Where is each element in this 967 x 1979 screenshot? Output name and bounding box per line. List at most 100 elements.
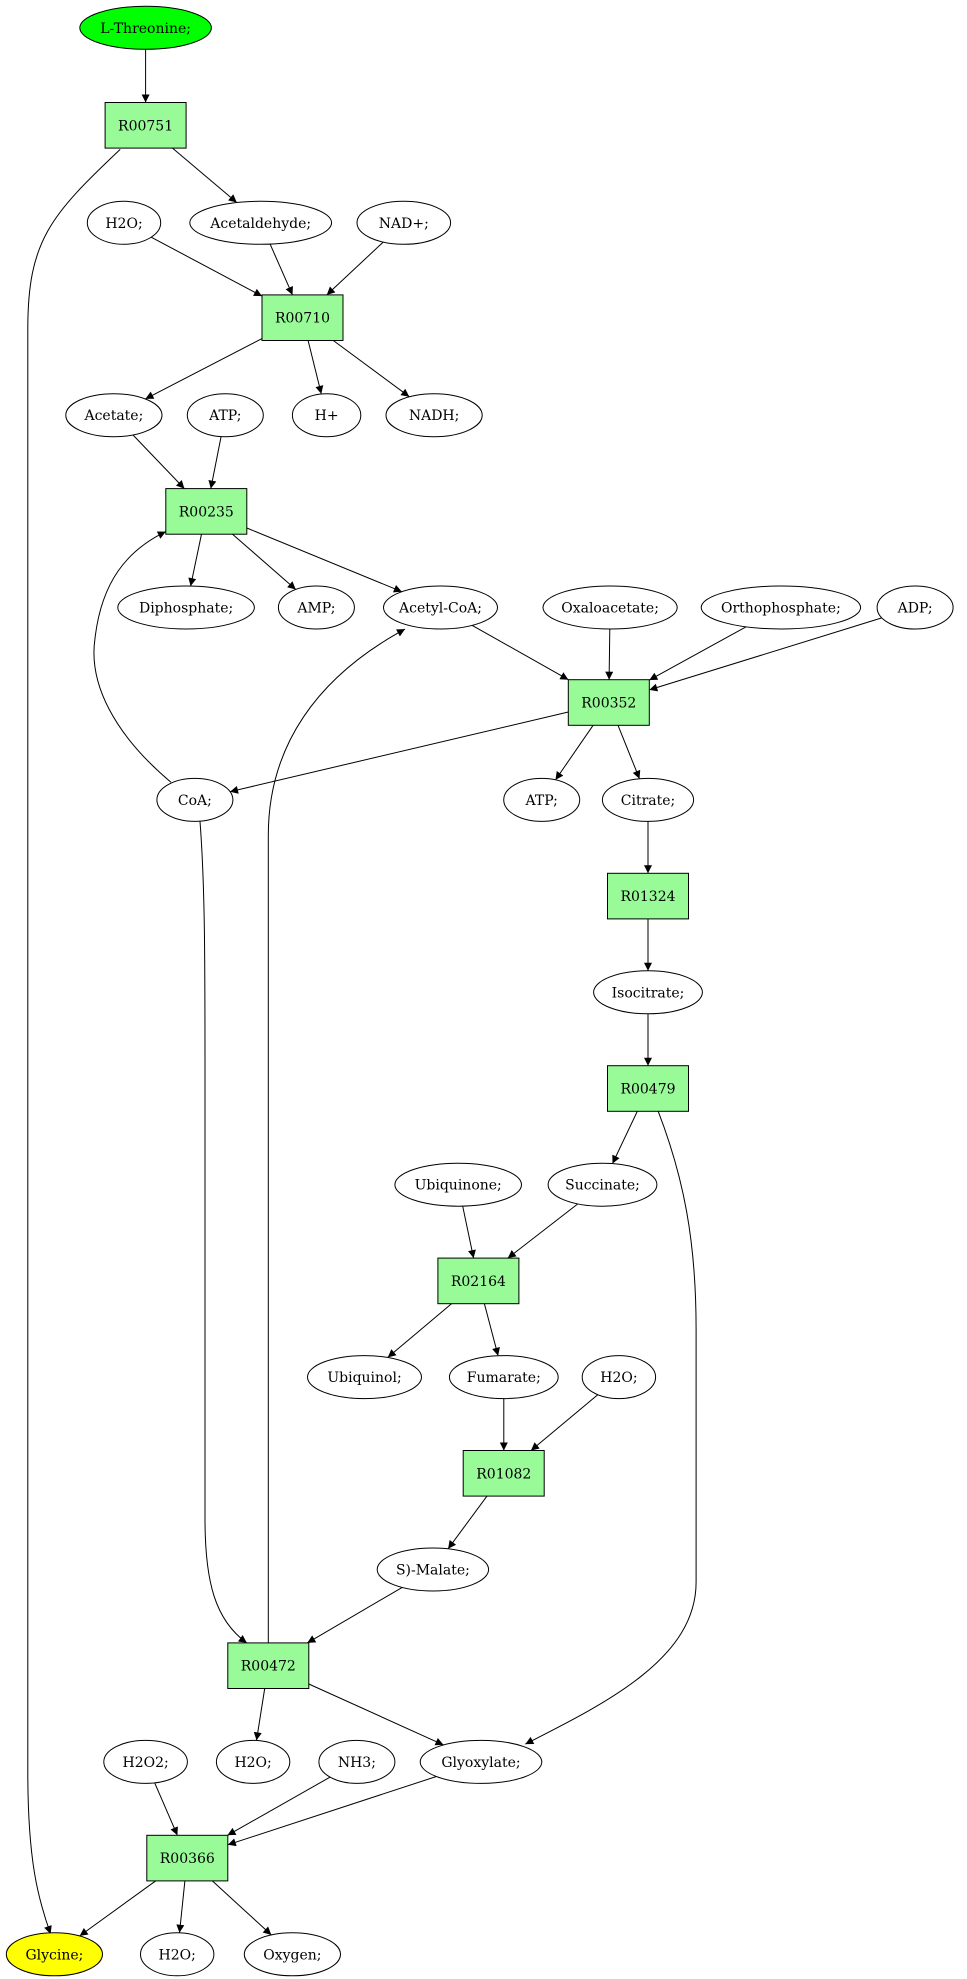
compound-ellipse [189,200,333,245]
node-label: Acetate; [83,408,143,424]
compound-node-h[interactable]: H+ [291,393,362,438]
compound-ellipse [876,585,954,630]
compound-node-h2o[interactable]: H2O; [581,1355,657,1400]
compound-node-acetaldehyde[interactable]: Acetaldehyde; [189,200,333,245]
edge-R00366-to-n_h2o_4 [176,1880,186,1933]
edge-R00751-to-n_glycine [27,149,121,1935]
edges-layer [27,49,882,1937]
reaction-node-r00472[interactable]: R00472 [227,1642,310,1690]
compound-node-h2o[interactable]: H2O; [215,1739,291,1784]
node-label: Fumarate; [467,1370,541,1386]
node-label: Ubiquinol; [327,1370,401,1386]
edge-R00352-to-n_coa [229,711,569,794]
compound-ellipse [700,585,862,630]
node-label: Acetaldehyde; [209,216,311,232]
compound-node-oxygen[interactable]: Oxygen; [243,1932,341,1977]
compound-ellipse [103,1739,188,1784]
compound-node-adp[interactable]: ADP; [876,585,954,630]
edge-n_coa-to-R00472 [199,821,248,1644]
compound-node-nh3[interactable]: NH3; [318,1739,396,1784]
compound-ellipse [140,1932,215,1977]
compound-node-atp[interactable]: ATP; [186,393,264,438]
compound-ellipse [581,1355,657,1400]
compound-ellipse [547,1162,658,1207]
node-label: Citrate; [621,793,675,809]
reaction-node-r02164[interactable]: R02164 [437,1257,520,1305]
edge-R00710-to-n_hplus [307,340,324,395]
compound-node-h2o2[interactable]: H2O2; [103,1739,188,1784]
reaction-box [104,102,187,149]
compound-node-citrate[interactable]: Citrate; [601,777,695,822]
compound-ellipse [291,393,362,438]
edge-n_glyoxylate-to-R00366 [227,1776,437,1847]
node-label: H2O; [600,1370,637,1386]
compound-node-nadh[interactable]: NADH; [385,393,483,438]
compound-ellipse [307,1355,422,1400]
edge-n_h2o_2-to-R01082 [530,1394,599,1451]
reaction-node-r00366[interactable]: R00366 [146,1834,229,1882]
reaction-box [165,488,248,535]
edge-R00352-to-n_citrate [617,725,641,779]
compound-node-nad[interactable]: NAD+; [356,200,452,245]
compound-node-amp[interactable]: AMP; [277,585,355,630]
reaction-node-r01082[interactable]: R01082 [462,1450,545,1497]
compound-node-orthophosphate[interactable]: Orthophosphate; [700,585,862,630]
compound-node-isocitrate[interactable]: Isocitrate; [593,970,703,1015]
reaction-box [462,1450,545,1497]
node-label: Oxaloacetate; [561,601,659,617]
node-label: R00751 [118,118,173,134]
reaction-node-r00235[interactable]: R00235 [165,488,248,535]
node-label: L-Threonine; [100,21,191,37]
edge-n_orthophosphate-to-R00352 [649,626,747,681]
compound-node-s-malate[interactable]: S)-Malate; [376,1547,490,1592]
node-label: Succinate; [565,1178,640,1194]
node-label: R00352 [581,696,636,712]
compound-node-atp[interactable]: ATP; [503,777,581,822]
node-label: R01324 [620,889,675,905]
reaction-box [146,1834,229,1882]
node-label: Glyoxylate; [441,1755,520,1771]
compound-ellipse [394,1162,523,1207]
edge-n_succinate-to-R02164 [507,1203,579,1259]
compound-ellipse [215,1739,291,1784]
compound-node-l-threonine[interactable]: L-Threonine; [79,5,212,50]
node-label: NADH; [409,408,460,424]
reaction-node-r01324[interactable]: R01324 [607,872,689,920]
compound-node-fumarate[interactable]: Fumarate; [448,1355,559,1400]
reaction-node-r00751[interactable]: R00751 [104,102,187,149]
compound-node-acetate[interactable]: Acetate; [65,393,163,438]
node-label: R00710 [275,311,330,327]
reaction-box [607,872,689,920]
edge-R00472-to-n_glyoxylate [308,1683,444,1746]
edge-n_nh3-to-R00366 [227,1776,331,1836]
compound-node-succinate[interactable]: Succinate; [547,1162,658,1207]
compound-node-coa[interactable]: CoA; [156,777,234,822]
compound-node-h2o[interactable]: H2O; [140,1932,215,1977]
edge-R02164-to-n_fumarate [483,1303,500,1356]
compound-node-ubiquinol[interactable]: Ubiquinol; [307,1355,422,1400]
compound-node-h2o[interactable]: H2O; [86,200,162,245]
edge-R00235-to-n_amp [232,533,297,590]
edge-R00235-to-n_acetylcoa [246,527,403,593]
compound-node-acetyl-coa[interactable]: Acetyl-CoA; [383,585,498,630]
node-label: Isocitrate; [612,985,685,1001]
compound-node-oxaloacetate[interactable]: Oxaloacetate; [542,585,678,630]
node-label: H2O; [234,1755,271,1771]
edge-n_acetaldehyde-to-R00710 [269,243,293,296]
reaction-node-r00479[interactable]: R00479 [607,1065,689,1112]
compound-node-ubiquinone[interactable]: Ubiquinone; [394,1162,523,1207]
compound-ellipse [601,777,695,822]
reaction-box [567,679,650,726]
reaction-node-r00710[interactable]: R00710 [261,294,344,341]
compound-node-diphosphate[interactable]: Diphosphate; [117,585,255,630]
edge-R00472-to-n_h2o_3 [253,1688,266,1741]
compound-node-glyoxylate[interactable]: Glyoxylate; [419,1739,543,1784]
compound-ellipse [419,1739,543,1784]
node-label: H2O2; [122,1755,168,1771]
reaction-node-r00352[interactable]: R00352 [567,679,650,726]
node-label: AMP; [296,601,335,617]
edge-n_acetylcoa-to-R00352 [471,624,569,681]
compound-node-glycine[interactable]: Glycine; [5,1932,103,1977]
reaction-box [607,1065,689,1112]
